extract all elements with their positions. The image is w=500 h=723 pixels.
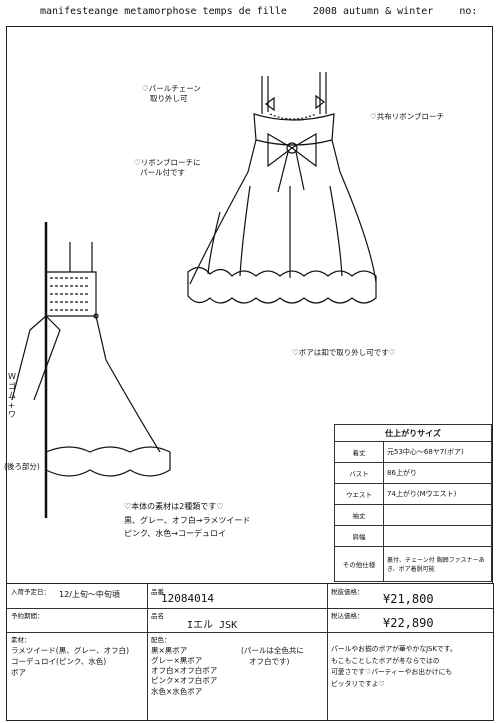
price-label: 税抜価格： (331, 588, 364, 596)
color-line: オフ白×オフ白ボア (151, 666, 218, 676)
order-period-cell: 予約期間： (7, 608, 148, 633)
back-waist-note: W ゴ ム + ワ (8, 372, 16, 420)
price-tax-label: 税込価格： (331, 612, 364, 620)
name-label: 品名 (151, 612, 164, 620)
color-lines: 黒×黒ボア グレー×黒ボア オフ白×オフ白ボア ピンク×オフ白ボア 水色×水色ボ… (151, 646, 217, 697)
back-dress-illustration (11, 222, 171, 518)
spec-label: ウエスト (334, 483, 384, 505)
brand-text: manifesteange metamorphose temps de fill… (40, 6, 287, 17)
schedule-cell: 入荷予定日： 12/上旬〜中旬頃 (7, 584, 148, 609)
schedule-label: 入荷予定日： (11, 588, 50, 596)
brooch-pearl-line1: ♡リボンブローチに (134, 158, 201, 167)
color-cell: 配色： 黒×黒ボア グレー×黒ボア オフ白×オフ白ボア ピンク×オフ白ボア 水色… (147, 632, 328, 720)
ribbon-brooch-note: ♡共布リボンブローチ (370, 112, 444, 121)
comment-cell: パールやお揃のボアが華やかなJSKです。 もこもことしたボアが冬ならではの 可愛… (327, 632, 493, 720)
comment-line: パールやお揃のボアが華やかなJSKです。 (331, 645, 457, 653)
name-cell: 品名 Iエル JSK (147, 608, 328, 633)
spec-label: 肩幅 (334, 525, 384, 547)
pearl-chain-note-line1: ♡パールチェーン (142, 84, 201, 93)
comment-lines: パールやお揃のボアが華やかなJSKです。 もこもことしたボアが冬ならではの 可愛… (331, 644, 457, 690)
code-value: 12084014 (161, 592, 214, 605)
spec-value: 裏付、チェーン付 胸囲ファスナーあき、ボア着脱可能 (383, 546, 492, 582)
brooch-pearl-line2: パール付です (140, 168, 185, 178)
price-cell: 税抜価格： ¥21,800 (327, 584, 493, 609)
front-dress-illustration (187, 72, 377, 304)
color-note-line: オフ白です) (249, 656, 290, 666)
code-cell: 品番 12084014 (147, 584, 328, 609)
spec-value (383, 525, 492, 547)
spec-title: 仕上がりサイズ (334, 424, 492, 442)
color-line: グレー×黒ボア (151, 656, 203, 666)
comment-line: ピッタリですよ♡ (331, 679, 385, 688)
sheet-header: manifesteange metamorphose temps de fill… (40, 6, 490, 17)
comment-line: 可愛さです♡パーティーやお出かけにも (331, 668, 453, 677)
spec-value: 74上がり(Mウエスト) (383, 483, 492, 505)
price-tax-cell: 税込価格： ¥22,890 (327, 608, 493, 633)
spec-value (383, 504, 492, 526)
material-label: 素材： (11, 636, 31, 644)
spec-label: 着丈 (334, 441, 384, 463)
color-line: 黒×黒ボア (151, 646, 188, 655)
code-label: 品番 (151, 588, 164, 596)
back-waist-mu: ム (8, 391, 16, 401)
name-value: Iエル JSK (187, 620, 238, 631)
fabric-note-line1: ♡本体の素材は2種類です♡ (124, 502, 224, 511)
color-line: 水色×水色ボア (151, 686, 203, 696)
spec-label: 袖丈 (334, 504, 384, 526)
color-note-line: (パールは全色共に (241, 646, 304, 655)
spec-label: その他仕様 (334, 546, 384, 582)
back-waist-wa: ワ (8, 410, 16, 420)
back-waist-w: W (8, 372, 16, 381)
season-text: 2008 autumn & winter (312, 6, 434, 17)
fabric-note: ♡本体の素材は2種類です♡ 黒、グレー、オフ白→ラメツイード ピンク、水色→コー… (124, 500, 250, 541)
color-note: (パールは全色共に オフ白です) (241, 646, 304, 668)
product-info-grid: 入荷予定日： 12/上旬〜中旬頃 予約期間： 品番 12084014 品名 Iエ… (6, 583, 494, 721)
material-line: コーデュロイ(ピンク、水色) (11, 656, 107, 666)
spec-value: 86上がり (383, 462, 492, 484)
material-cell: 素材： ラメツイード(黒、グレー、オフ白) コーデュロイ(ピンク、水色) ボア (7, 632, 148, 720)
back-waist-go: ゴ (8, 381, 16, 391)
number-label: no: (459, 6, 478, 17)
pearl-chain-note-line2: 取り外し可 (150, 94, 188, 104)
pearl-chain-note: ♡パールチェーン 取り外し可 (142, 84, 201, 104)
fabric-note-line2: 黒、グレー、オフ白→ラメツイード (124, 515, 251, 525)
material-line: ボア (11, 667, 26, 677)
material-line: ラメツイード(黒、グレー、オフ白) (11, 646, 130, 655)
order-label: 予約期間： (11, 612, 44, 620)
spec-label: バスト (334, 462, 384, 484)
back-part-tag: (後ろ部分) (4, 462, 40, 471)
spec-value: 元53中心〜68ヤ7(ボア) (383, 441, 492, 463)
boa-removable-note: ♡ボアは釦で取り外し可です♡ (292, 348, 396, 357)
comment-line: もこもことしたボアが冬ならではの (331, 656, 440, 665)
price-value: ¥21,800 (383, 592, 434, 606)
brooch-pearl-note: ♡リボンブローチに パール付です (134, 158, 201, 178)
back-waist-plus: + (8, 400, 15, 410)
color-line: ピンク×オフ白ボア (151, 676, 218, 686)
color-label: 配色： (151, 636, 171, 644)
fabric-note-line3: ピンク、水色→コーデュロイ (124, 529, 226, 539)
schedule-value: 12/上旬〜中旬頃 (59, 590, 120, 599)
material-lines: ラメツイード(黒、グレー、オフ白) コーデュロイ(ピンク、水色) ボア (11, 646, 129, 679)
price-tax-value: ¥22,890 (383, 616, 434, 630)
